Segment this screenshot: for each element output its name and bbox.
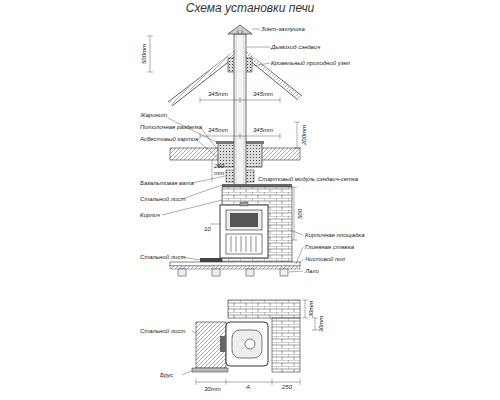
dimension-label: 30mm bbox=[318, 316, 324, 333]
plan-view bbox=[220, 336, 226, 352]
leader-lines bbox=[247, 47, 270, 48]
part-label: Кирпичная площадка bbox=[305, 232, 364, 238]
part-label: Брус bbox=[160, 372, 173, 378]
part-label: 30mm bbox=[204, 386, 221, 392]
leader-lines bbox=[289, 271, 303, 272]
dimension-label: 30mm bbox=[308, 301, 314, 318]
floor bbox=[170, 266, 300, 269]
chimney-pipe bbox=[228, 25, 252, 206]
plan-view bbox=[196, 322, 226, 368]
part-label: Потолочная разделка bbox=[140, 124, 202, 130]
plan-dimensions bbox=[312, 318, 318, 330]
part-label: Жаронит bbox=[140, 112, 167, 118]
part-label: 10 bbox=[204, 226, 211, 232]
part-label: mm bbox=[214, 170, 224, 176]
stove bbox=[226, 210, 262, 230]
part-label: Асбестовый картон bbox=[140, 136, 198, 142]
part-label: Стальной лист bbox=[140, 254, 185, 260]
stove bbox=[220, 205, 268, 258]
stove bbox=[220, 202, 268, 258]
floor bbox=[212, 269, 220, 276]
stove bbox=[240, 202, 248, 206]
brick-wall bbox=[222, 184, 292, 262]
floor bbox=[246, 269, 254, 276]
leader-lines bbox=[182, 185, 222, 199]
floor bbox=[170, 262, 300, 266]
leader-lines bbox=[253, 63, 270, 66]
chimney-pipe bbox=[236, 34, 244, 206]
part-label: Кровельный проходной узел bbox=[271, 60, 350, 66]
part-label: 345mm bbox=[208, 127, 228, 133]
part-label: 250 bbox=[282, 384, 292, 390]
brick-wall bbox=[222, 187, 292, 262]
part-label: Глиняная стяжка bbox=[305, 244, 354, 250]
plan-dimensions bbox=[302, 300, 308, 318]
part-label: Стальной лист bbox=[140, 328, 185, 334]
dimension-lines bbox=[200, 133, 280, 139]
leader-lines bbox=[196, 139, 218, 158]
part-label: Дымоход сэндвич bbox=[271, 44, 320, 50]
stove bbox=[226, 234, 262, 254]
plan-view bbox=[245, 339, 255, 349]
stove bbox=[230, 213, 258, 227]
part-label: Стальной лист bbox=[140, 196, 185, 202]
dimension-label: 500 bbox=[297, 209, 303, 219]
leader-lines bbox=[290, 230, 303, 235]
leader-lines bbox=[300, 259, 303, 263]
dimension-lines bbox=[200, 97, 280, 103]
leader-lines bbox=[296, 247, 303, 264]
plan-view bbox=[226, 322, 268, 366]
leader-lines bbox=[162, 200, 222, 215]
plan-view bbox=[192, 368, 228, 372]
part-label: Стартовый модуль сэндвич-сетка bbox=[258, 176, 358, 182]
dimension-lines bbox=[147, 36, 153, 72]
floor bbox=[200, 258, 222, 262]
chimney-pipe bbox=[238, 30, 242, 34]
leader-lines bbox=[252, 29, 260, 30]
part-label: 345mm bbox=[208, 91, 228, 97]
floor bbox=[170, 258, 300, 276]
part-label: Кирпич bbox=[140, 212, 160, 218]
dimension-lines bbox=[291, 187, 297, 240]
part-label: A bbox=[246, 384, 250, 390]
chimney-pipe bbox=[228, 25, 252, 34]
plan-dimensions bbox=[196, 300, 318, 385]
dimension-lines bbox=[210, 224, 220, 225]
leader-lines bbox=[162, 29, 303, 375]
dimension-label: 200mm bbox=[301, 125, 307, 145]
plan-view bbox=[228, 300, 300, 318]
dimension-lines bbox=[294, 122, 300, 148]
plan-view bbox=[232, 330, 262, 358]
plan-view bbox=[272, 318, 300, 372]
part-label: Чистовой пол bbox=[305, 256, 345, 262]
part-label: 260 bbox=[214, 163, 224, 169]
brick-wall bbox=[222, 184, 292, 187]
floor bbox=[178, 269, 186, 276]
plan-view bbox=[192, 300, 300, 372]
part-label: 345mm bbox=[253, 91, 273, 97]
part-label: Лаги bbox=[305, 268, 319, 274]
part-label: Базальтовая вата bbox=[140, 180, 194, 186]
floor bbox=[280, 269, 288, 276]
plan-dimensions bbox=[196, 379, 226, 385]
part-label: 345mm bbox=[253, 127, 273, 133]
stove bbox=[231, 236, 256, 252]
dimension-label: 500mm bbox=[141, 44, 147, 64]
part-label: Зонт-заглушка bbox=[261, 26, 305, 32]
title: Схема установки печи bbox=[0, 1, 500, 15]
chimney-pipe bbox=[234, 34, 246, 206]
leader-lines bbox=[192, 176, 225, 183]
